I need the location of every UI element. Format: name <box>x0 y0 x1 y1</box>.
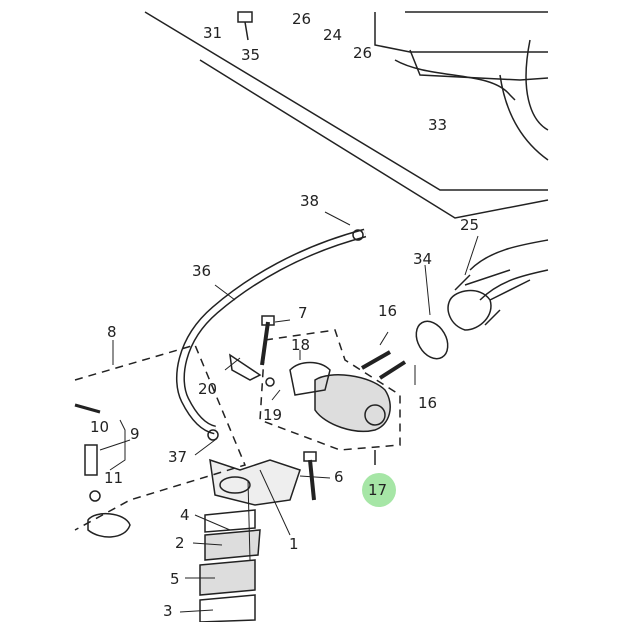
label-37: 37 <box>168 448 188 466</box>
label-34: 34 <box>413 250 433 268</box>
label-3: 3 <box>163 602 173 620</box>
label-31: 31 <box>203 24 223 42</box>
label-24: 24 <box>323 26 343 44</box>
highlight-part-17 <box>362 473 396 507</box>
label-4: 4 <box>180 506 190 524</box>
label-26: 26 <box>353 44 373 62</box>
label-5: 5 <box>170 570 180 588</box>
label-26: 26 <box>292 10 312 28</box>
label-16: 16 <box>418 394 438 412</box>
label-38: 38 <box>300 192 320 210</box>
label-2: 2 <box>175 534 185 552</box>
label-6: 6 <box>334 468 344 486</box>
label-8: 8 <box>107 323 117 341</box>
label-9: 9 <box>130 425 140 443</box>
label-36: 36 <box>192 262 212 280</box>
label-7: 7 <box>298 304 308 322</box>
label-19: 19 <box>263 406 283 424</box>
label-11: 11 <box>104 469 124 487</box>
label-33: 33 <box>428 116 448 134</box>
label-20: 20 <box>198 380 218 398</box>
label-16: 16 <box>378 302 398 320</box>
label-35: 35 <box>241 46 261 64</box>
label-25: 25 <box>460 216 480 234</box>
label-18: 18 <box>291 336 311 354</box>
label-1: 1 <box>289 535 299 553</box>
label-17: 17 <box>368 481 388 499</box>
label-10: 10 <box>90 418 110 436</box>
